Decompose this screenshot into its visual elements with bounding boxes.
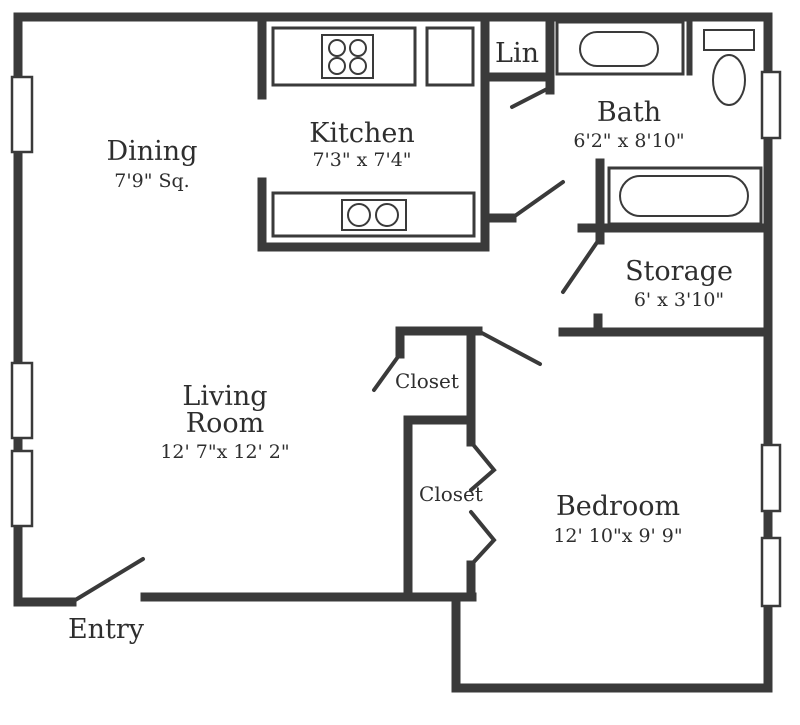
kitchen-south-wall bbox=[257, 12, 490, 252]
bedroom-door bbox=[478, 330, 542, 366]
refrigerator bbox=[425, 26, 475, 87]
kitchen-label: Kitchen bbox=[309, 118, 415, 149]
storage-door bbox=[561, 236, 602, 294]
doors bbox=[70, 86, 602, 604]
toilet-bowl-icon bbox=[712, 54, 746, 106]
bath-dimensions: 6'2" x 8'10" bbox=[573, 130, 684, 152]
bath-label: Bath bbox=[597, 97, 661, 128]
closet-bifold-door-top bbox=[469, 440, 497, 492]
living-room-dimensions: 12' 7"x 12' 2" bbox=[160, 441, 289, 463]
kitchen-dimensions: 7'3" x 7'4" bbox=[312, 149, 411, 171]
stove-burner-icon bbox=[328, 39, 346, 57]
bedroom-label: Bedroom bbox=[556, 491, 680, 522]
window bbox=[10, 75, 34, 154]
living-room-label-line1: Living bbox=[182, 381, 267, 412]
vanity-sink bbox=[579, 31, 659, 67]
stove-burner-icon bbox=[349, 57, 367, 75]
sink-basin-icon bbox=[347, 203, 371, 227]
upper-closet-door bbox=[372, 352, 402, 392]
lower-closet-label: Closet bbox=[419, 482, 483, 506]
bath-door bbox=[510, 180, 565, 220]
kitchen-walls bbox=[257, 12, 490, 252]
lower-closet-wall bbox=[403, 415, 476, 595]
kitchen-fixtures bbox=[271, 26, 476, 238]
bathtub-basin bbox=[619, 175, 749, 217]
toilet-tank bbox=[703, 29, 755, 51]
windows bbox=[10, 70, 782, 608]
entry-label: Entry bbox=[68, 614, 145, 645]
stove-burner-icon bbox=[349, 39, 367, 57]
storage-label: Storage bbox=[625, 256, 733, 287]
sink-basin-icon bbox=[375, 203, 399, 227]
exterior-wall bbox=[13, 12, 773, 693]
closet-bifold-door-bottom bbox=[469, 510, 497, 567]
linen-closet-label: Lin bbox=[495, 38, 539, 69]
upper-closet-wall bbox=[395, 326, 483, 359]
window bbox=[760, 536, 782, 608]
stove bbox=[321, 34, 374, 79]
room-labels: Dining 7'9" Sq. Kitchen 7'3" x 7'4" Lin … bbox=[68, 38, 733, 645]
window bbox=[10, 361, 34, 440]
closet-walls bbox=[395, 326, 483, 602]
storage-walls bbox=[558, 223, 773, 337]
window bbox=[760, 70, 782, 140]
window bbox=[10, 449, 34, 528]
stove-burner-icon bbox=[328, 57, 346, 75]
dining-dimensions: 7'9" Sq. bbox=[114, 170, 189, 192]
upper-closet-label: Closet bbox=[395, 369, 459, 393]
exterior-walls bbox=[13, 12, 773, 693]
linen-door bbox=[510, 86, 551, 109]
entry-door bbox=[70, 557, 145, 604]
bedroom-dimensions: 12' 10"x 9' 9" bbox=[553, 525, 682, 547]
dining-label: Dining bbox=[107, 136, 198, 167]
storage-dimensions: 6' x 3'10" bbox=[634, 289, 724, 311]
living-room-label-line2: Room bbox=[186, 408, 264, 439]
bath-fixtures bbox=[555, 20, 763, 226]
window bbox=[760, 443, 782, 513]
vanity-divider bbox=[686, 20, 693, 76]
